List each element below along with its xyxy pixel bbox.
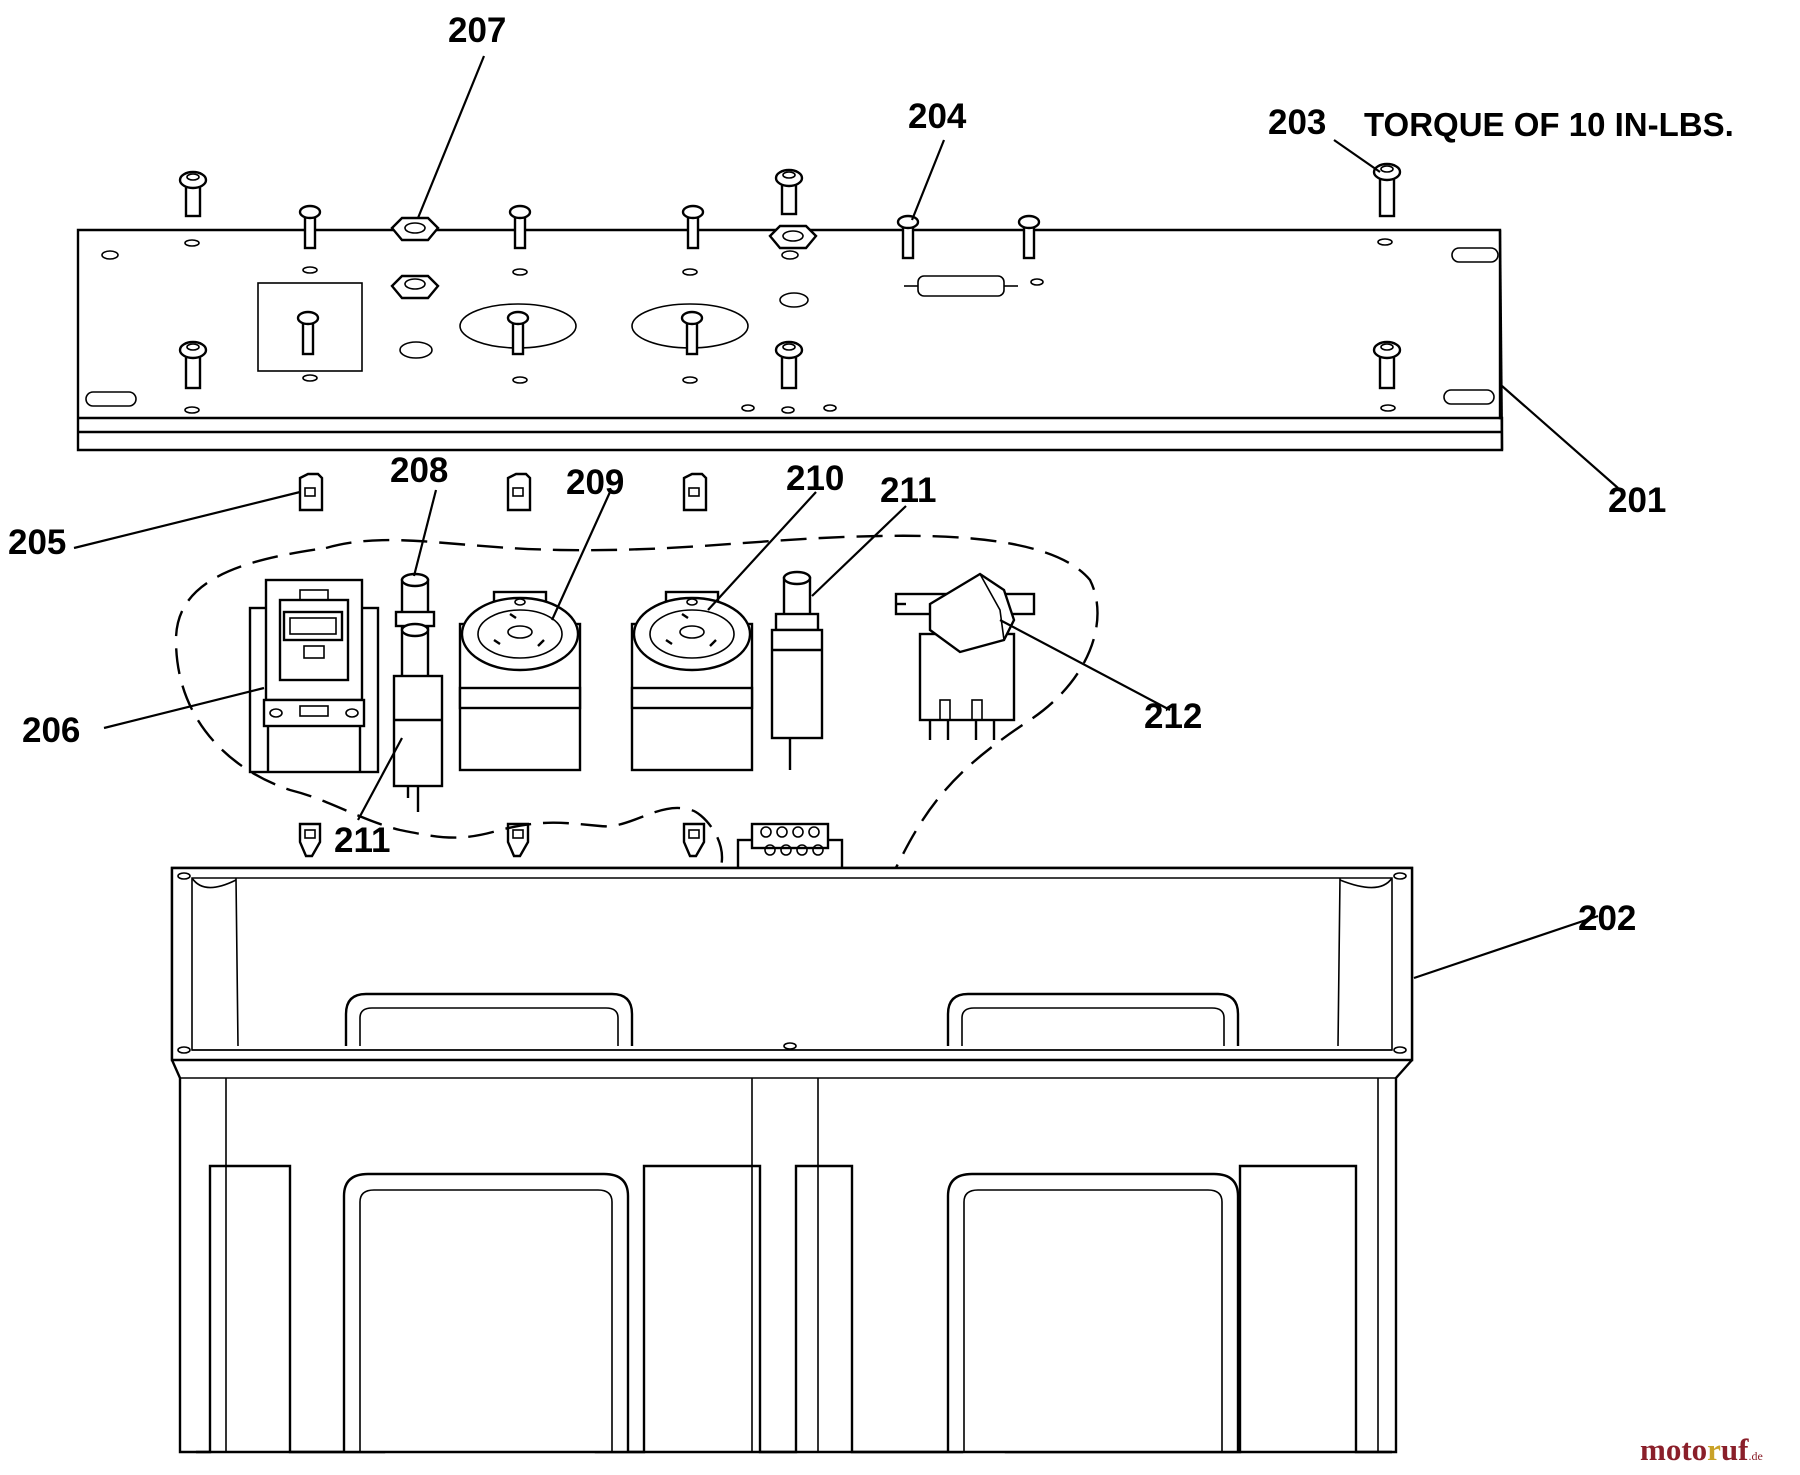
callout-205: 205 (8, 523, 66, 562)
small-screw-icon (508, 204, 532, 250)
circuit-breaker-211 (770, 570, 824, 770)
watermark-logo: motoruf.de (1640, 1432, 1763, 1467)
screw-icon (774, 168, 804, 216)
clip-icon (298, 822, 322, 858)
callout-212: 212 (1144, 697, 1202, 736)
leader-lines (73, 55, 1619, 980)
callout-207: 207 (448, 11, 506, 50)
hex-nut-icon (768, 224, 818, 250)
callout-202: 202 (1578, 899, 1636, 938)
torque-note: TORQUE OF 10 IN-LBS. (1364, 106, 1734, 143)
callout-211-left: 211 (334, 821, 390, 860)
callout-211-right: 211 (880, 471, 936, 510)
callout-210: 210 (786, 459, 844, 498)
screw-icon (178, 170, 208, 218)
screw-icon (1372, 340, 1402, 390)
clip-icon (682, 472, 708, 512)
outlet-206 (248, 578, 380, 774)
callout-204: 204 (908, 97, 967, 136)
small-screw-icon (298, 204, 322, 250)
tray-202 (170, 866, 1414, 1454)
hex-nut-icon (390, 216, 440, 242)
callout-206: 206 (22, 711, 80, 750)
small-screw-icon (296, 310, 320, 356)
screw-icon (774, 340, 804, 390)
harness-outline (174, 534, 1099, 975)
small-screw-icon (680, 310, 704, 356)
callout-208: 208 (390, 451, 448, 490)
hex-nut-icon (390, 274, 440, 300)
circuit-breaker-208 (392, 572, 444, 812)
callout-203: 203 (1268, 103, 1326, 142)
receptacle-209 (458, 590, 582, 772)
clip-icon (298, 472, 324, 512)
small-screw-icon (506, 310, 530, 356)
receptacle-210 (630, 590, 754, 772)
callout-201: 201 (1608, 481, 1666, 520)
screw-icon (178, 340, 208, 390)
clip-icon (506, 822, 530, 858)
svg-text:motoruf.de: motoruf.de (1640, 1432, 1763, 1467)
small-screw-icon (1017, 214, 1041, 260)
clip-icon (506, 472, 532, 512)
small-screw-icon (681, 204, 705, 250)
callout-209: 209 (566, 463, 624, 502)
rocker-switch-212 (894, 572, 1036, 740)
control-panel-201 (76, 162, 1504, 452)
clip-icon (682, 822, 706, 858)
screw-icon (1372, 162, 1402, 218)
